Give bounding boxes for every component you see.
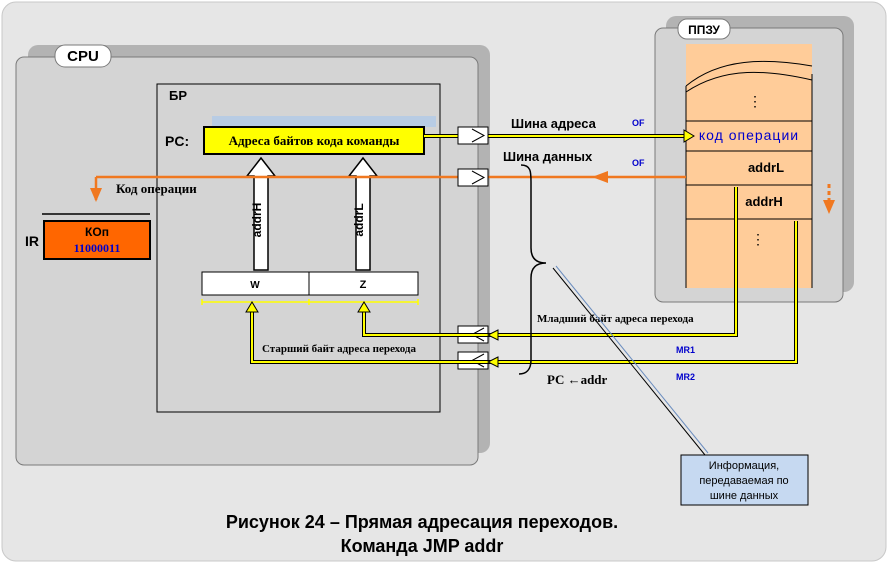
ppzu-label: ППЗУ (688, 23, 720, 37)
caption-line-1: Рисунок 24 – Прямая адресация переходов. (226, 512, 618, 532)
caption-line-2: Команда JMP addr (341, 536, 504, 556)
pc-register-text: Адреса байтов кода команды (229, 133, 400, 148)
mem-cell-kod (685, 120, 813, 152)
mem-kod-label: код операции (699, 127, 799, 143)
callout-pointer (552, 267, 706, 456)
info-line-1: Информация, (709, 460, 779, 472)
ir-register (43, 220, 151, 260)
mr1-label: MR1 (676, 345, 695, 355)
reg-w-label: W (250, 280, 260, 291)
reg-z-label: Z (360, 279, 367, 291)
pc-addr-label: PC ←addr (547, 372, 608, 387)
kop-code: 11000011 (74, 241, 121, 255)
bus-data-label: Шина данных (503, 149, 593, 164)
info-callout (680, 454, 809, 506)
mr1-arrowhead-z (357, 301, 371, 313)
pc-highlight (212, 116, 436, 127)
low-byte-label: Младший байт адреса перехода (537, 313, 694, 325)
ppzu-tab (677, 18, 731, 40)
data-bus-mem-arrowhead (592, 171, 608, 183)
memory-wave-line-1 (685, 60, 813, 87)
mr2-label: MR2 (676, 372, 695, 382)
memory-wave-line-2 (685, 71, 813, 93)
mem-addrH-label: addrH (745, 194, 783, 209)
addrL-label: addrL (352, 203, 366, 236)
cpu-label: CPU (67, 48, 99, 65)
pc-label: PC: (165, 133, 189, 149)
kod-operacii-arrow-label: Код операции (116, 181, 197, 196)
high-byte-label: Старший байт адреса перехода (262, 343, 416, 355)
info-line-2: передаваемая по (699, 475, 788, 487)
address-bus-arrowhead (683, 129, 695, 143)
memory-wave (686, 44, 812, 86)
bus-address-label: Шина адреса (511, 116, 597, 131)
mem-cell-addrH (685, 184, 813, 220)
buffer-data (457, 168, 489, 187)
mem-cell-addrL (685, 150, 813, 186)
cpu-tab (54, 44, 112, 68)
mr2-arrowhead-w (245, 301, 259, 313)
reg-z (308, 271, 419, 296)
data-bus-brace (518, 164, 547, 375)
of-label-1: OF (632, 118, 645, 128)
mr2-arrowhead-buffer (486, 356, 499, 368)
of-label-2: OF (632, 158, 645, 168)
info-line-3: шине данных (710, 490, 779, 502)
callout-pointer-shadow (555, 265, 709, 454)
mem-dots-bottom: ⋮ (751, 231, 765, 247)
mr2-path (251, 221, 797, 363)
buffer-address (457, 126, 489, 145)
mem-addrL-label: addrL (748, 160, 784, 175)
kop-label: КОп (85, 225, 109, 239)
mr1-path (363, 187, 737, 336)
ir-label: IR (25, 233, 39, 249)
mr1-arrowhead-buffer (486, 329, 499, 341)
pc-register (203, 126, 425, 155)
mem-dots-top: ⋮ (748, 93, 762, 109)
addrH-label: addrH (250, 203, 264, 238)
br-label: БР (169, 88, 187, 103)
